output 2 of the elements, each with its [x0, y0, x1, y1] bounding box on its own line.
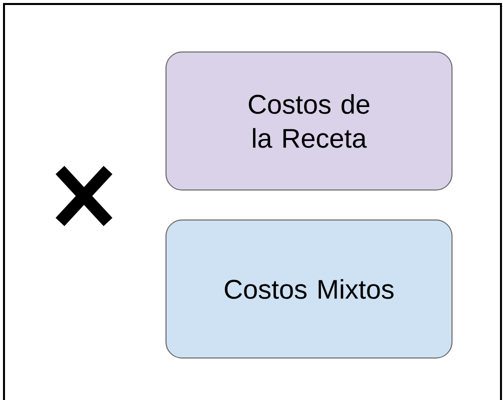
rounded-box: Costos Mixtos: [166, 220, 452, 358]
rounded-box: Costos de la Receta: [166, 52, 452, 190]
